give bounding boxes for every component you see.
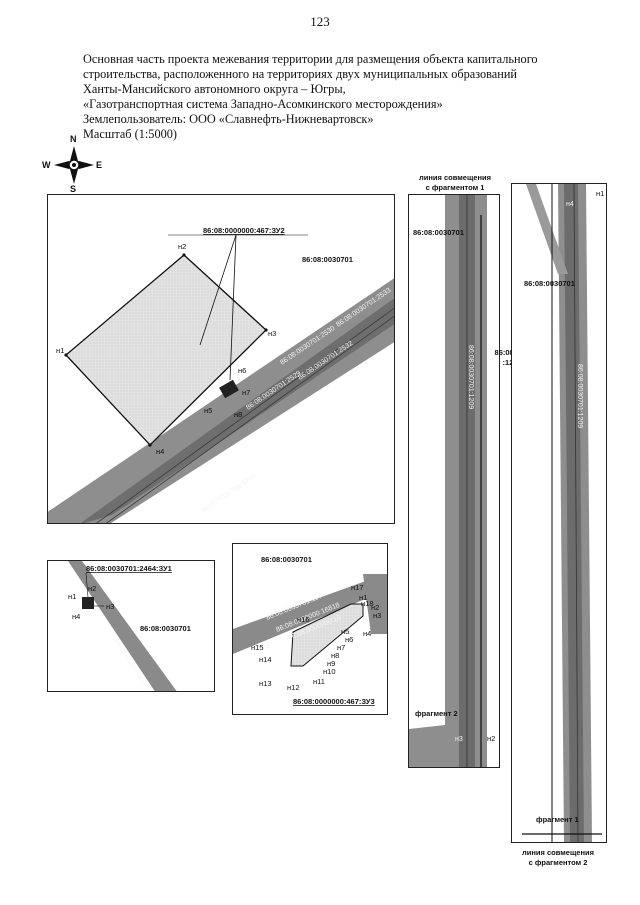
point-label: н5 bbox=[341, 627, 349, 636]
point-label: н10 bbox=[323, 667, 335, 676]
point-label: н17 bbox=[351, 583, 363, 592]
fragment-label: фрагмент 1 bbox=[536, 815, 579, 824]
point-label: н16 bbox=[297, 615, 309, 624]
point-label: н1 bbox=[56, 346, 64, 355]
point-label: н2 bbox=[178, 242, 186, 251]
quarter-label: 86:08:0030701 bbox=[413, 228, 464, 237]
point-label: н7 bbox=[337, 643, 345, 652]
parcel-zu3 bbox=[290, 603, 364, 667]
title-line: «Газотранспортная система Западно-Асомки… bbox=[83, 97, 443, 111]
strip1-top-note: линия совмещения с фрагментом 1 bbox=[405, 173, 505, 193]
road-corridor bbox=[233, 574, 387, 654]
map-small-left: 86:08:0030701:2464:ЗУ1 86:08:0030701 н1 … bbox=[47, 560, 215, 692]
map-strip-2: 86:08:0030701 86:08:0030701:1209 фрагмен… bbox=[511, 183, 607, 843]
compass-rose-icon: N S W E bbox=[42, 134, 104, 194]
point-label: н5 bbox=[204, 406, 212, 415]
map-small-mid: 86:08:0030701 86:08:0000000:467:ЗУ3 86:0… bbox=[232, 543, 388, 715]
parcel-label: 86:08:0000000:467:ЗУ3 bbox=[293, 697, 375, 706]
point-label: н4 bbox=[156, 447, 164, 456]
road-corridor-inner bbox=[80, 298, 394, 523]
point-label: н1 bbox=[596, 189, 604, 198]
point-label: н1 bbox=[68, 592, 76, 601]
compass-south: S bbox=[70, 184, 77, 194]
road-label: 86:08:0030701:3746 bbox=[200, 473, 257, 515]
point-label: н4 bbox=[72, 612, 80, 621]
compass-east: E bbox=[96, 160, 103, 170]
point-label: н3 bbox=[373, 611, 381, 620]
road-corridor bbox=[48, 278, 394, 523]
point-label: н18 bbox=[361, 599, 373, 608]
point-label: н2 bbox=[371, 603, 379, 612]
point-label: н2 bbox=[88, 584, 96, 593]
point-label: н4 bbox=[566, 201, 574, 208]
note-line: линия совмещения bbox=[522, 848, 594, 857]
point-label: н11 bbox=[313, 677, 325, 686]
point-label: н8 bbox=[331, 651, 339, 660]
point-label: н1 bbox=[359, 593, 367, 602]
page-number: 123 bbox=[310, 14, 330, 29]
map-main: 86:08:0000000:467:ЗУ2 86:08:0030701 н1 н… bbox=[47, 194, 395, 524]
point-label: н3 bbox=[268, 329, 276, 338]
parcel-label: 86:08:0030701:2464:ЗУ1 bbox=[86, 564, 172, 573]
title-line: Основная часть проекта межевания террито… bbox=[83, 52, 538, 66]
point-label: н2 bbox=[487, 734, 495, 743]
note-line: с фрагментом 2 bbox=[528, 858, 588, 867]
title-line: Масштаб (1:5000) bbox=[83, 127, 177, 141]
title-line: Землепользователь: ООО «Славнефть-Нижнев… bbox=[83, 112, 374, 126]
quarter-label: 86:08:0030701 bbox=[261, 555, 312, 564]
title-line: строительства, расположенного на террито… bbox=[83, 67, 517, 81]
note-line: с фрагментом 1 bbox=[425, 183, 485, 192]
road-label: 86:08:0030701:1209 bbox=[467, 345, 474, 409]
quarter-label: 86:08:0030701 bbox=[302, 255, 353, 264]
road-corridor bbox=[68, 561, 177, 691]
point-label: н7 bbox=[242, 388, 250, 397]
quarter-label: 86:08:0030701 bbox=[524, 279, 575, 288]
note-line: линия совмещения bbox=[419, 173, 491, 182]
parcel-small-square bbox=[219, 379, 239, 399]
parcel-label: 86:08:0000000:467:ЗУ2 bbox=[203, 226, 285, 235]
quarter-label: 86:08:0030701 bbox=[140, 624, 191, 633]
point-label: н15 bbox=[251, 643, 263, 652]
point-label: н8 bbox=[234, 410, 242, 419]
point-label: н4 bbox=[363, 629, 371, 638]
point-label: н6 bbox=[345, 635, 353, 644]
point-label: н3 bbox=[455, 736, 463, 743]
map-strip-1: 86:08:0030701 86:08:0030701:1209 фрагмен… bbox=[408, 194, 500, 768]
point-label: н9 bbox=[327, 659, 335, 668]
road-label: 86:08:0030701:1209 bbox=[576, 364, 583, 428]
parcel-zu1 bbox=[82, 597, 94, 609]
compass-west: W bbox=[42, 160, 51, 170]
fragment-label: фрагмент 2 bbox=[415, 709, 458, 718]
point-label: н12 bbox=[287, 683, 299, 692]
title-line: Ханты-Мансийского автономного округа – Ю… bbox=[83, 82, 346, 96]
compass-north: N bbox=[70, 134, 77, 144]
point-label: н3 bbox=[106, 602, 114, 611]
point-label: н14 bbox=[259, 655, 271, 664]
document-title: Основная часть проекта межевания террито… bbox=[83, 52, 603, 142]
point-label: н6 bbox=[238, 366, 246, 375]
point-label: н13 bbox=[259, 679, 271, 688]
strip2-bottom-note: линия совмещения с фрагментом 2 bbox=[508, 848, 608, 868]
